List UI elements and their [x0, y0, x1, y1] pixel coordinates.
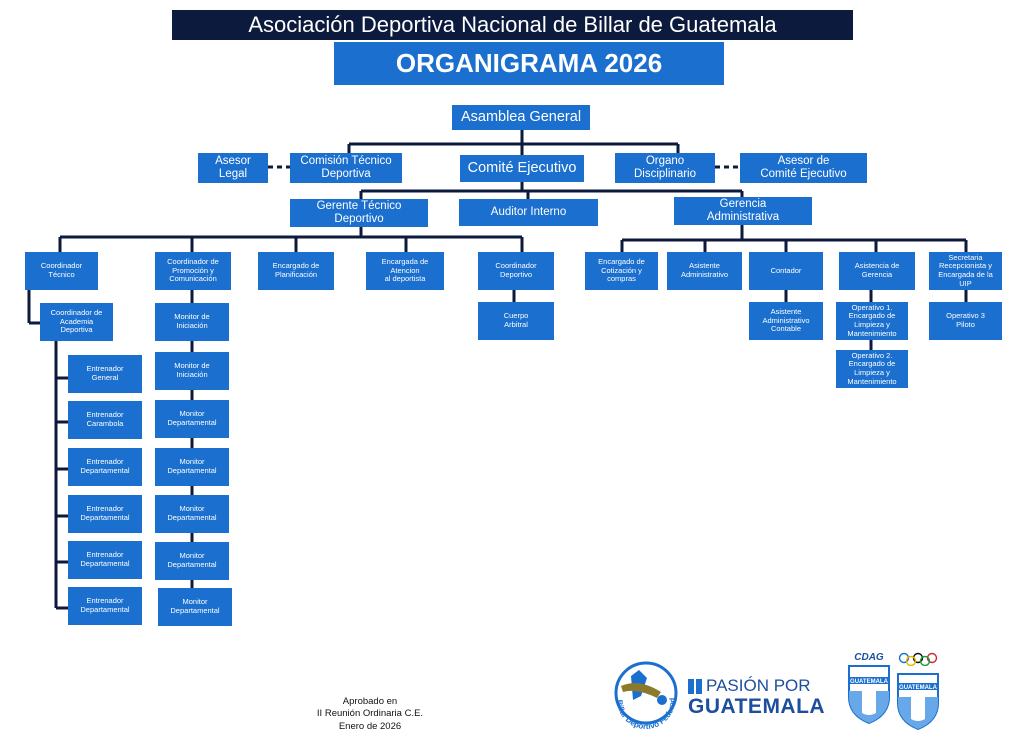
guatemala-text: GUATEMALA — [688, 695, 826, 718]
header-title-bar: Asociación Deportiva Nacional de Billar … — [172, 10, 853, 40]
node-monitor-6: Monitor Departamental — [155, 542, 229, 580]
cdag-shield-logo: CDAG GUATEMALA — [846, 652, 892, 726]
node-operativo-1: Operativo 1. Encargado de Limpieza y Man… — [836, 302, 908, 340]
node-label: Encargado de Cotización y compras — [598, 257, 645, 284]
node-label: Operativo 1. Encargado de Limpieza y Man… — [847, 302, 897, 338]
node-auditor-interno: Auditor Interno — [459, 199, 598, 226]
node-label: Encargada de Atencion al deportista — [381, 257, 429, 284]
node-label: Entrenador Carambola — [86, 410, 124, 428]
node-label: Asesor de Comité Ejecutivo — [760, 154, 847, 180]
node-asistente-administrativo: Asistente Administrativo — [667, 252, 742, 290]
olympic-rings-icon — [898, 652, 938, 667]
node-monitor-5: Monitor Departamental — [155, 495, 229, 533]
node-label: Contador — [770, 265, 802, 275]
node-monitor-4: Monitor Departamental — [155, 448, 229, 486]
node-label: Coordinador Deportivo — [495, 261, 537, 279]
node-label: Asistencia de Gerencia — [854, 261, 900, 279]
node-label: Coordinador de Promoción y Comunicación — [167, 257, 219, 284]
pasion-por-guatemala-logo: PASIÓN POR GUATEMALA — [688, 676, 830, 718]
node-label: Monitor Departamental — [170, 597, 220, 615]
node-contador: Contador — [749, 252, 823, 290]
node-label: Asistente Administrativo — [680, 261, 729, 279]
node-comision-tecnico: Comisión Técnico Deportiva — [290, 153, 402, 183]
node-encargado-planificacion: Encargado de Planificación — [258, 252, 334, 290]
cdag-text: CDAG — [854, 652, 884, 663]
cdag-shield-icon: GUATEMALA — [848, 665, 890, 725]
node-label: Operativo 3 Piloto — [946, 311, 985, 329]
node-entrenador-5: Entrenador Departamental — [68, 541, 142, 579]
node-monitor-1: Monitor de Iniciación — [155, 303, 229, 341]
flag-stripe-icon — [696, 678, 702, 694]
node-label: Monitor de Iniciación — [174, 361, 210, 379]
node-asesor-legal: Asesor Legal — [198, 153, 268, 183]
node-monitor-7: Monitor Departamental — [158, 588, 232, 626]
page-subtitle: ORGANIGRAMA 2026 — [395, 48, 663, 78]
node-label: Comisión Técnico Deportiva — [300, 154, 392, 180]
node-secretaria: Secretaria Recepcionista y Encargada de … — [929, 252, 1002, 290]
approval-note: Aprobado en II Reunión Ordinaria C.E. En… — [316, 696, 424, 732]
node-label: Asesor Legal — [215, 154, 251, 180]
node-entrenador-3: Entrenador Departamental — [68, 448, 142, 486]
node-label: Monitor Departamental — [167, 457, 217, 475]
node-entrenador-2: Entrenador Carambola — [68, 401, 142, 439]
billar-federado-logo: Billar Deportivo Federado — [605, 649, 685, 734]
node-asamblea-general: Asamblea General — [452, 105, 590, 130]
node-monitor-3: Monitor Departamental — [155, 400, 229, 438]
pasion-line: PASIÓN POR — [688, 676, 830, 696]
node-monitor-2: Monitor de Iniciación — [155, 352, 229, 390]
node-organo-disciplinario: Organo Disciplinario — [615, 153, 715, 183]
node-asistente-contable: Asistente Administrativo Contable — [749, 302, 823, 340]
node-label: Auditor Interno — [490, 205, 567, 218]
node-operativo-2: Operativo 2. Encargado de Limpieza y Man… — [836, 350, 908, 388]
node-asesor-comite: Asesor de Comité Ejecutivo — [740, 153, 867, 183]
node-gerencia-administrativa: Gerencia Administrativa — [674, 197, 812, 225]
node-label: Cuerpo Arbitral — [503, 311, 529, 329]
node-coordinador-promocion: Coordinador de Promoción y Comunicación — [155, 252, 231, 290]
node-label: Secretaria Recepcionista y Encargada de … — [938, 252, 993, 288]
node-label: Asamblea General — [460, 109, 582, 126]
node-label: Comité Ejecutivo — [467, 160, 577, 177]
node-label: Coordinador Técnico — [40, 261, 83, 279]
subtitle-bar: ORGANIGRAMA 2026 — [334, 42, 724, 85]
node-label: Operativo 2. Encargado de Limpieza y Man… — [847, 350, 897, 386]
node-label: Monitor Departamental — [167, 551, 217, 569]
flag-stripe-icon — [688, 678, 694, 694]
node-label: Organo Disciplinario — [634, 154, 696, 180]
node-label: Entrenador Departamental — [80, 596, 130, 614]
node-label: Entrenador Departamental — [80, 457, 130, 475]
shield-label: GUATEMALA — [850, 679, 889, 685]
node-label: Monitor Departamental — [167, 504, 217, 522]
node-encargado-cotizacion: Encargado de Cotización y compras — [585, 252, 658, 290]
coguatemala-shield-icon: GUATEMALA — [897, 673, 939, 731]
node-label: Asistente Administrativo Contable — [762, 307, 810, 334]
shield-label: GUATEMALA — [899, 685, 938, 691]
node-operativo-3: Operativo 3 Piloto — [929, 302, 1002, 340]
node-label: Entrenador Departamental — [80, 504, 130, 522]
node-gerente-tecnico: Gerente Técnico Deportivo — [290, 199, 428, 227]
node-comite-ejecutivo: Comité Ejecutivo — [460, 155, 584, 182]
node-label: Coordinador de Academia Deportiva — [50, 308, 103, 335]
node-label: Entrenador Departamental — [80, 550, 130, 568]
node-coordinador-academia: Coordinador de Academia Deportiva — [40, 303, 113, 341]
node-label: Entrenador General — [86, 364, 124, 382]
node-entrenador-1: Entrenador General — [68, 355, 142, 393]
node-encargada-atencion: Encargada de Atencion al deportista — [366, 252, 444, 290]
node-label: Encargado de Planificación — [272, 261, 320, 279]
coguatemala-logo: GUATEMALA — [895, 652, 941, 731]
node-label: Gerente Técnico Deportivo — [316, 199, 402, 225]
node-entrenador-6: Entrenador Departamental — [68, 587, 142, 625]
billar-logo-icon: Billar Deportivo Federado — [605, 649, 678, 731]
node-entrenador-4: Entrenador Departamental — [68, 495, 142, 533]
node-coordinador-deportivo: Coordinador Deportivo — [478, 252, 554, 290]
node-label: Monitor de Iniciación — [174, 312, 210, 330]
node-label: Monitor Departamental — [167, 409, 217, 427]
header-title: Asociación Deportiva Nacional de Billar … — [248, 12, 777, 37]
node-coordinador-tecnico: Coordinador Técnico — [25, 252, 98, 290]
node-label: Gerencia Administrativa — [706, 197, 780, 223]
pasion-text: PASIÓN POR — [706, 676, 811, 695]
node-asistencia-gerencia: Asistencia de Gerencia — [839, 252, 915, 290]
node-cuerpo-arbitral: Cuerpo Arbitral — [478, 302, 554, 340]
